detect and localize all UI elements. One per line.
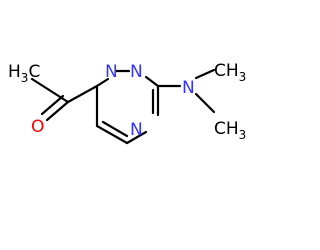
nitrogen-1-label: N	[105, 62, 118, 82]
oxygen-label: O	[31, 117, 44, 137]
bond-n4-c5	[125, 130, 148, 145]
methyl-left-label: H3C	[8, 62, 40, 85]
bond-c6-n1	[95, 77, 110, 88]
bond-n2-c3	[144, 75, 160, 88]
amine-nitrogen-label: N	[182, 78, 195, 98]
bond-carbonyl-oxygen-2	[40, 94, 65, 116]
bond-methyl-carbonyl	[30, 77, 70, 104]
bond-carbonyl-ring	[66, 84, 99, 104]
bond-amine-methyl-upper	[194, 68, 216, 80]
nitrogen-4-label: N	[130, 120, 143, 140]
structure-canvas: H3C O N N N N CH3 CH3	[8, 61, 247, 145]
methyl-lower-label: CH3	[214, 119, 246, 142]
nitrogen-2-label: N	[130, 62, 143, 82]
bond-amine-methyl-lower	[194, 92, 216, 114]
methyl-upper-label: CH3	[214, 61, 246, 84]
atom-labels: H3C O N N N N CH3 CH3	[8, 61, 246, 142]
bond-carbonyl-oxygen-1	[45, 100, 70, 122]
bonds	[30, 68, 216, 145]
bond-c5-c6-2	[101, 120, 129, 138]
molecule-diagram: H3C O N N N N CH3 CH3	[8, 61, 246, 145]
bond-c5-c6-1	[95, 124, 129, 145]
